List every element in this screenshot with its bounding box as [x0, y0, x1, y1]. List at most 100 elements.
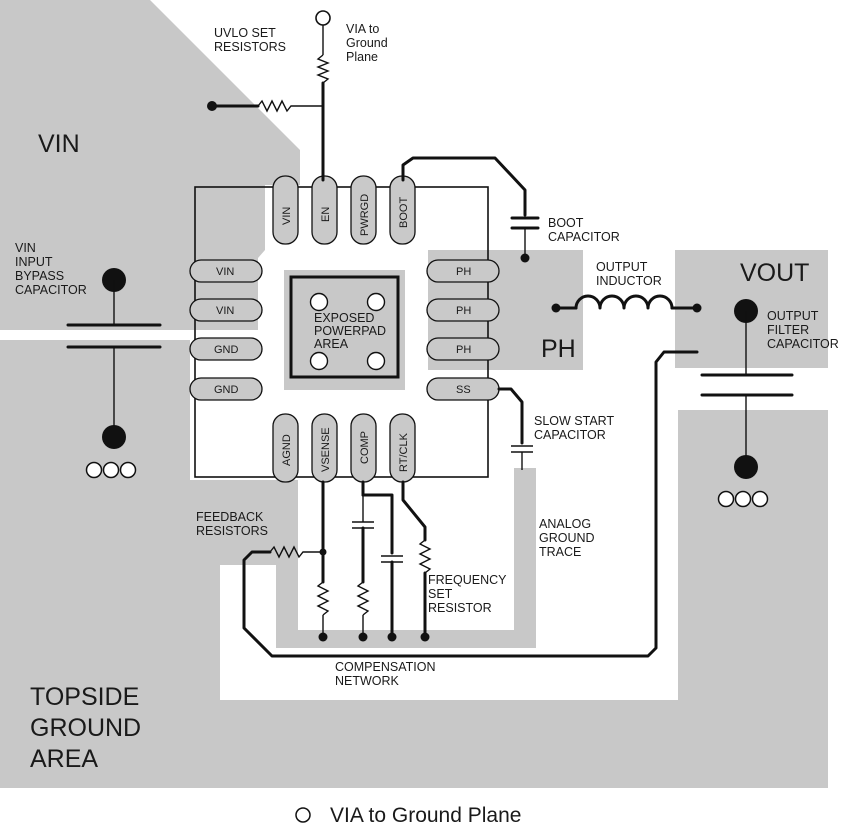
uvlo-label-1: UVLO SET — [214, 26, 276, 40]
ground-via — [85, 461, 103, 479]
ss-trace — [497, 387, 524, 445]
node-dot — [318, 632, 328, 642]
freq-label-1: FREQUENCY — [428, 573, 507, 587]
powerpad-via — [309, 292, 329, 312]
analog-gnd-label-1: ANALOG — [539, 517, 591, 531]
feedback-resistor-bottom — [316, 581, 330, 616]
pin-gnd-2 — [189, 377, 263, 401]
feedback-resistor-top — [269, 545, 323, 559]
pin-label: EN — [320, 207, 332, 222]
pin-ph-3 — [426, 337, 500, 361]
via-label-3: Plane — [346, 50, 378, 64]
node-dot — [358, 632, 368, 642]
boot-cap-label-2: CAPACITOR — [548, 230, 620, 244]
pin-label: VIN — [216, 266, 234, 278]
uvlo-resistor-left — [257, 99, 323, 113]
ph-area-label: PH — [541, 335, 576, 363]
pin-label: VIN — [216, 305, 234, 317]
vin-cap-ground-pad — [102, 425, 126, 449]
ground-via — [751, 490, 769, 508]
pin-label: GND — [214, 344, 239, 356]
frequency-set-resistor — [418, 539, 432, 574]
node-dot — [387, 632, 397, 642]
node-dot — [420, 632, 430, 642]
ground-area-label-2: GROUND — [30, 714, 141, 742]
boot-trace — [401, 156, 527, 217]
pin-gnd-1 — [189, 337, 263, 361]
freq-label-3: RESISTOR — [428, 601, 492, 615]
vout-cap-ground-pad — [734, 455, 758, 479]
pin-label: BOOT — [398, 197, 410, 228]
analog-ground-trace — [276, 468, 536, 648]
vin-copper-area — [0, 0, 300, 330]
vin-cap-label-1: VIN — [15, 241, 36, 255]
ic-body — [194, 186, 489, 478]
powerpad-label-3: AREA — [314, 337, 349, 351]
compensation-label-1: COMPENSATION — [335, 660, 435, 674]
uvlo-resistor-top — [316, 54, 330, 84]
pin-label: VIN — [281, 207, 293, 225]
node-dot — [520, 253, 530, 263]
ground-area-label-1: TOPSIDE — [30, 683, 139, 711]
ss-cap-label-1: SLOW START — [534, 414, 614, 428]
ground-via — [119, 461, 137, 479]
vout-area-label: VOUT — [740, 259, 809, 287]
powerpad-via — [366, 292, 386, 312]
pin-agnd — [272, 413, 299, 483]
freq-label-2: SET — [428, 587, 453, 601]
vout-cap-label-3: CAPACITOR — [767, 337, 839, 351]
ss-cap-label-2: CAPACITOR — [534, 428, 606, 442]
boot-cap-label-1: BOOT — [548, 216, 584, 230]
legend-via-icon — [295, 807, 311, 823]
topside-ground-area — [0, 340, 828, 788]
powerpad-label-2: POWERPAD — [314, 324, 386, 338]
pin-label: PH — [456, 344, 471, 356]
uvlo-label-2: RESISTORS — [214, 40, 286, 54]
ground-area-label-3: AREA — [30, 745, 98, 773]
pin-label: PH — [456, 305, 471, 317]
vout-sense-trace — [242, 350, 699, 658]
pin-label: COMP — [359, 431, 371, 464]
via-label-1: VIA to — [346, 22, 379, 36]
pin-pwrgd — [350, 175, 377, 245]
pin-label: GND — [214, 384, 239, 396]
ground-via — [734, 490, 752, 508]
pin-label: PWRGD — [359, 194, 371, 236]
feedback-label-2: RESISTORS — [196, 524, 268, 538]
feedback-label-1: FEEDBACK — [196, 510, 264, 524]
pin-label: PH — [456, 266, 471, 278]
pin-label: RT/CLK — [398, 432, 410, 472]
inductor-label-1: OUTPUT — [596, 260, 648, 274]
inductor-label-2: INDUCTOR — [596, 274, 662, 288]
pin-ph-1 — [426, 259, 500, 283]
pin-label: SS — [456, 384, 471, 396]
pin-vin-left-2 — [189, 298, 263, 322]
legend-text: VIA to Ground Plane — [330, 804, 521, 827]
via-to-ground-plane-top — [315, 10, 331, 26]
vout-cap-label-2: FILTER — [767, 323, 809, 337]
powerpad-label-1: EXPOSED — [314, 311, 374, 325]
analog-gnd-label-2: GROUND — [539, 531, 595, 545]
vin-cap-label-2: INPUT — [15, 255, 53, 269]
vout-cap-label-1: OUTPUT — [767, 309, 819, 323]
vin-cap-label-3: BYPASS — [15, 269, 64, 283]
pin-label: VSENSE — [320, 427, 332, 472]
ground-via — [717, 490, 735, 508]
pin-ph-2 — [426, 298, 500, 322]
powerpad-via — [309, 351, 329, 371]
pin-label: AGND — [281, 434, 293, 466]
via-label-2: Ground — [346, 36, 388, 50]
compensation-label-2: NETWORK — [335, 674, 400, 688]
node-dot — [692, 303, 702, 313]
ground-via — [102, 461, 120, 479]
pin-vin-top — [272, 175, 299, 245]
exposed-powerpad — [289, 275, 400, 379]
vin-cap-label-4: CAPACITOR — [15, 283, 87, 297]
output-inductor — [574, 294, 674, 310]
vin-area-label: VIN — [38, 130, 80, 158]
powerpad-via — [366, 351, 386, 371]
pin-vin-left-1 — [189, 259, 263, 283]
rt-clk-trace — [401, 480, 427, 542]
comp-resistor — [356, 581, 370, 616]
